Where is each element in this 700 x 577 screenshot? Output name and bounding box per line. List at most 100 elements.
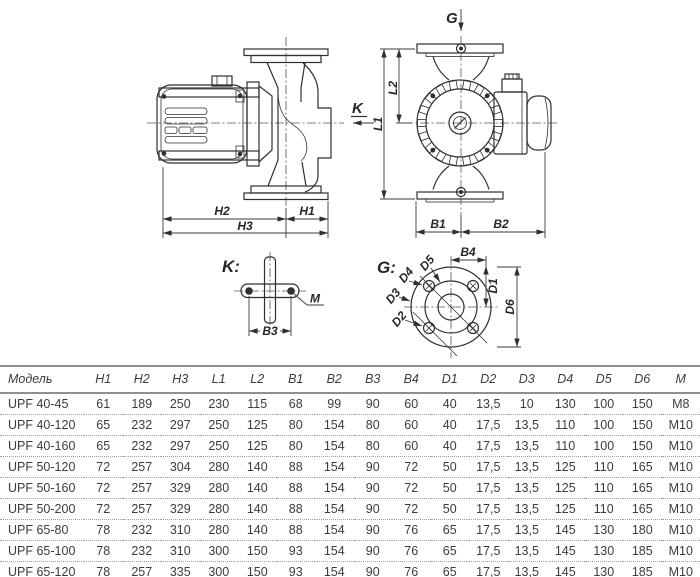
value-cell: M10 [661,414,700,436]
value-cell: 140 [238,498,277,520]
column-header: H1 [84,366,123,394]
value-cell: 130 [584,540,623,562]
value-cell: 40 [430,393,469,415]
model-cell: UPF 65-80 [0,519,84,541]
value-cell: 13,5 [507,477,546,499]
value-cell: 145 [546,519,585,541]
value-cell: 300 [199,540,238,562]
value-cell: 232 [122,540,161,562]
value-cell: 80 [353,435,392,457]
value-cell: 100 [584,435,623,457]
value-cell: 130 [584,561,623,577]
value-cell: 232 [122,519,161,541]
model-cell: UPF 40-120 [0,414,84,436]
value-cell: 125 [238,435,277,457]
value-cell: 88 [276,456,315,478]
dim-b1: B1 [430,217,446,231]
value-cell: 65 [84,435,123,457]
value-cell: 88 [276,477,315,499]
value-cell: 154 [315,456,354,478]
model-cell: UPF 50-120 [0,456,84,478]
value-cell: M10 [661,435,700,457]
value-cell: 110 [546,435,585,457]
value-cell: 165 [623,498,662,520]
value-cell: 250 [161,393,200,415]
value-cell: 72 [392,456,431,478]
value-cell: 76 [392,519,431,541]
value-cell: 280 [199,477,238,499]
value-cell: 17,5 [469,477,508,499]
value-cell: 150 [238,561,277,577]
fin-ring [417,80,503,166]
value-cell: 40 [430,414,469,436]
value-cell: 76 [392,561,431,577]
value-cell: 93 [276,561,315,577]
value-cell: 257 [122,456,161,478]
motor-end [526,95,552,151]
model-cell: UPF 40-45 [0,393,84,415]
dim-b2: B2 [493,217,509,231]
value-cell: 90 [353,498,392,520]
value-cell: M8 [661,393,700,415]
value-cell: 165 [623,456,662,478]
column-header: D6 [623,366,662,394]
value-cell: 280 [199,519,238,541]
value-cell: 125 [238,414,277,436]
detail-g-label: G: [377,258,396,277]
value-cell: 65 [430,540,469,562]
dim-b3: B3 [262,324,278,338]
value-cell: 50 [430,477,469,499]
value-cell: 90 [353,456,392,478]
value-cell: 140 [238,519,277,541]
value-cell: 150 [623,435,662,457]
value-cell: 40 [430,435,469,457]
value-cell: M10 [661,477,700,499]
value-cell: 154 [315,414,354,436]
value-cell: 72 [84,477,123,499]
value-cell: 140 [238,456,277,478]
value-cell: 185 [623,540,662,562]
value-cell: 280 [199,456,238,478]
value-cell: 145 [546,540,585,562]
value-cell: 17,5 [469,519,508,541]
value-cell: 125 [546,498,585,520]
column-header: B2 [315,366,354,394]
dim-h3: H3 [237,219,253,233]
model-cell: UPF 65-120 [0,561,84,577]
value-cell: 329 [161,498,200,520]
column-header: D2 [469,366,508,394]
value-cell: 17,5 [469,498,508,520]
motor-connector [211,75,233,87]
dim-b4: B4 [460,245,476,259]
value-cell: 130 [546,393,585,415]
column-header: H2 [122,366,161,394]
value-cell: 150 [623,393,662,415]
pump-front-view: G [371,9,558,238]
value-cell: 72 [84,498,123,520]
value-cell: 88 [276,519,315,541]
value-cell: 65 [84,414,123,436]
value-cell: 13,5 [507,519,546,541]
view-arrow-g-label: G [446,10,458,27]
value-cell: 180 [623,519,662,541]
value-cell: 257 [122,477,161,499]
model-cell: UPF 65-100 [0,540,84,562]
detail-view-g: G: D5 D4 D3 D2 B4 D1 [377,245,521,358]
value-cell: 60 [392,393,431,415]
column-header: M [661,366,700,394]
value-cell: 110 [584,456,623,478]
value-cell: 13,5 [507,498,546,520]
value-cell: 154 [315,498,354,520]
value-cell: 297 [161,435,200,457]
value-cell: 125 [546,456,585,478]
column-header: L2 [238,366,277,394]
value-cell: 230 [199,393,238,415]
value-cell: 154 [315,435,354,457]
value-cell: 99 [315,393,354,415]
value-cell: 80 [276,414,315,436]
pump-side-view: K H2 H1 H3 [147,37,374,238]
